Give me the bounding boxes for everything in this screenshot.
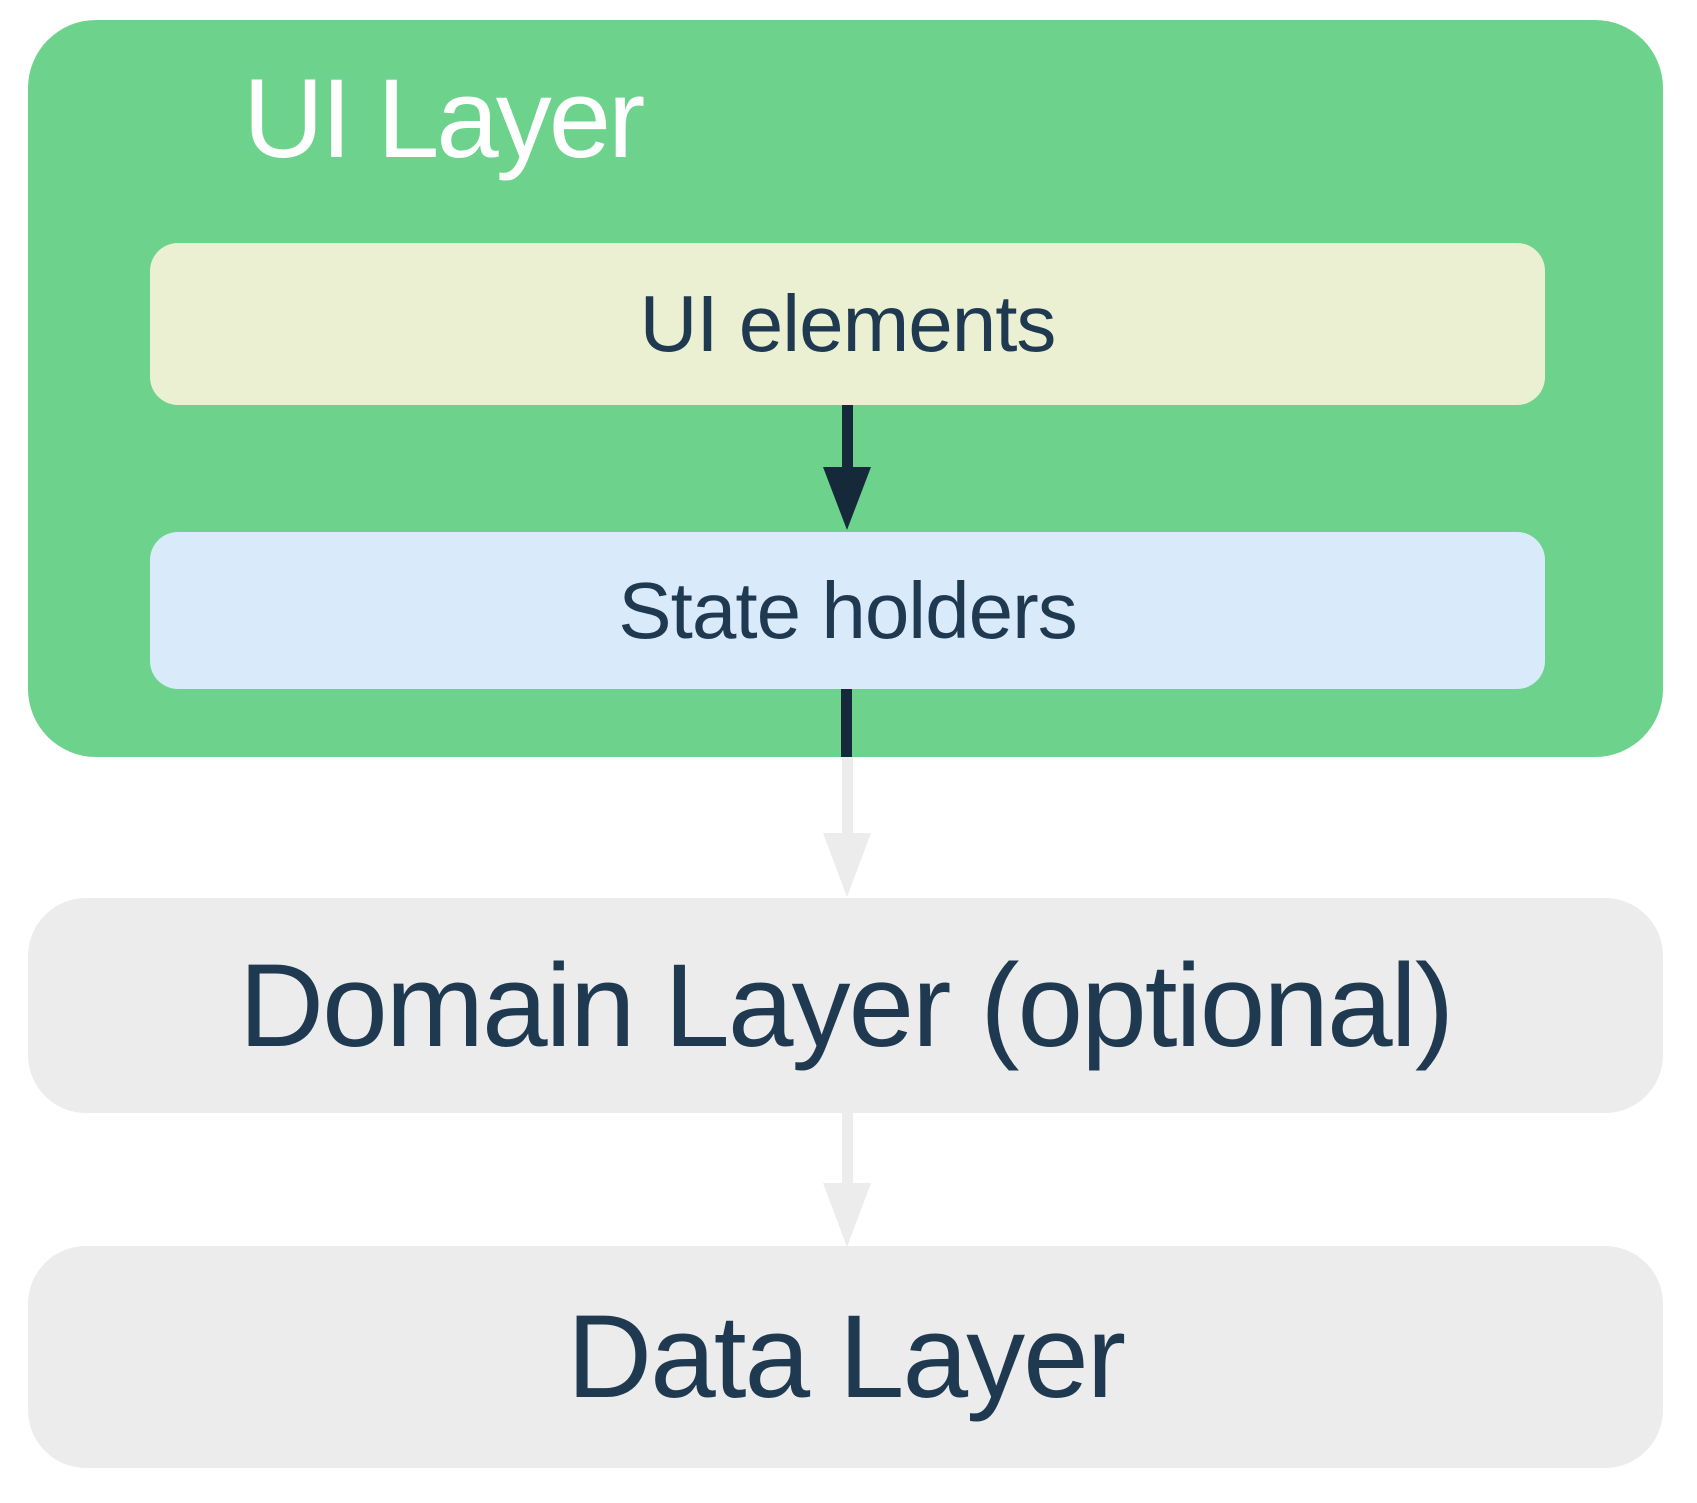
arrow-ui-elements-to-state-holders [823,405,871,530]
data-layer-label: Data Layer [566,1291,1126,1423]
data-layer-box: Data Layer [28,1246,1663,1468]
domain-layer-label: Domain Layer (optional) [238,939,1454,1072]
arrow-state-holders-dark-segment [841,689,852,757]
arrow-domain-to-data-layer [823,1113,871,1247]
arrow-down-icon [823,833,871,897]
state-holders-label: State holders [618,565,1077,655]
domain-layer-box: Domain Layer (optional) [28,898,1663,1113]
arrow-down-icon [823,1183,871,1247]
ui-layer-title: UI Layer [243,56,645,181]
ui-elements-box: UI elements [150,243,1545,405]
ui-layer-box: UI Layer UI elements State holders [28,20,1663,757]
ui-elements-label: UI elements [639,279,1057,368]
arrow-state-holders-to-domain-layer [823,757,871,897]
arrow-line [841,1113,853,1183]
arrow-down-icon [823,467,871,530]
state-holders-box: State holders [150,532,1545,689]
arrow-line [841,405,853,467]
arrow-line [841,757,853,833]
